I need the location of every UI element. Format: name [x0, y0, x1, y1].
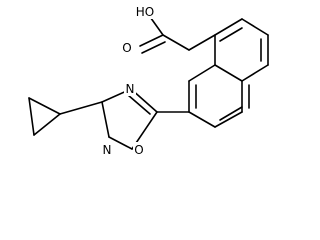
bond [188, 111, 216, 128]
bond [162, 34, 190, 51]
bond [33, 113, 61, 136]
atom-ho: HO [134, 4, 156, 19]
atom-label-ho: HO [136, 5, 154, 19]
bond [214, 111, 243, 128]
bond [127, 94, 151, 115]
atom-n-upper: N [124, 81, 136, 96]
atom-label-n: N [126, 82, 135, 96]
bond [139, 34, 164, 47]
atom-label-n: N [103, 143, 112, 157]
bond [28, 97, 61, 115]
bond [188, 34, 216, 51]
atom-label-layer: HO O N N O [101, 4, 156, 157]
bond [214, 18, 243, 36]
atom-label-o: O [122, 41, 131, 55]
bond [219, 106, 243, 121]
bond [219, 27, 243, 42]
bond [188, 64, 216, 82]
bond [214, 64, 243, 82]
atom-label-o: O [134, 143, 143, 157]
bond [28, 97, 35, 136]
bond [108, 136, 133, 150]
bond [101, 101, 110, 138]
atom-n-lower: N [101, 142, 113, 157]
bond [59, 101, 103, 115]
bond-layer [28, 13, 269, 150]
bond [241, 64, 269, 82]
bond [141, 41, 166, 54]
atom-carbonyl-o: O [121, 40, 133, 55]
bond [241, 18, 269, 36]
atom-ring-o: O [133, 142, 145, 157]
molecule-structure: HO O N N O [28, 4, 269, 157]
